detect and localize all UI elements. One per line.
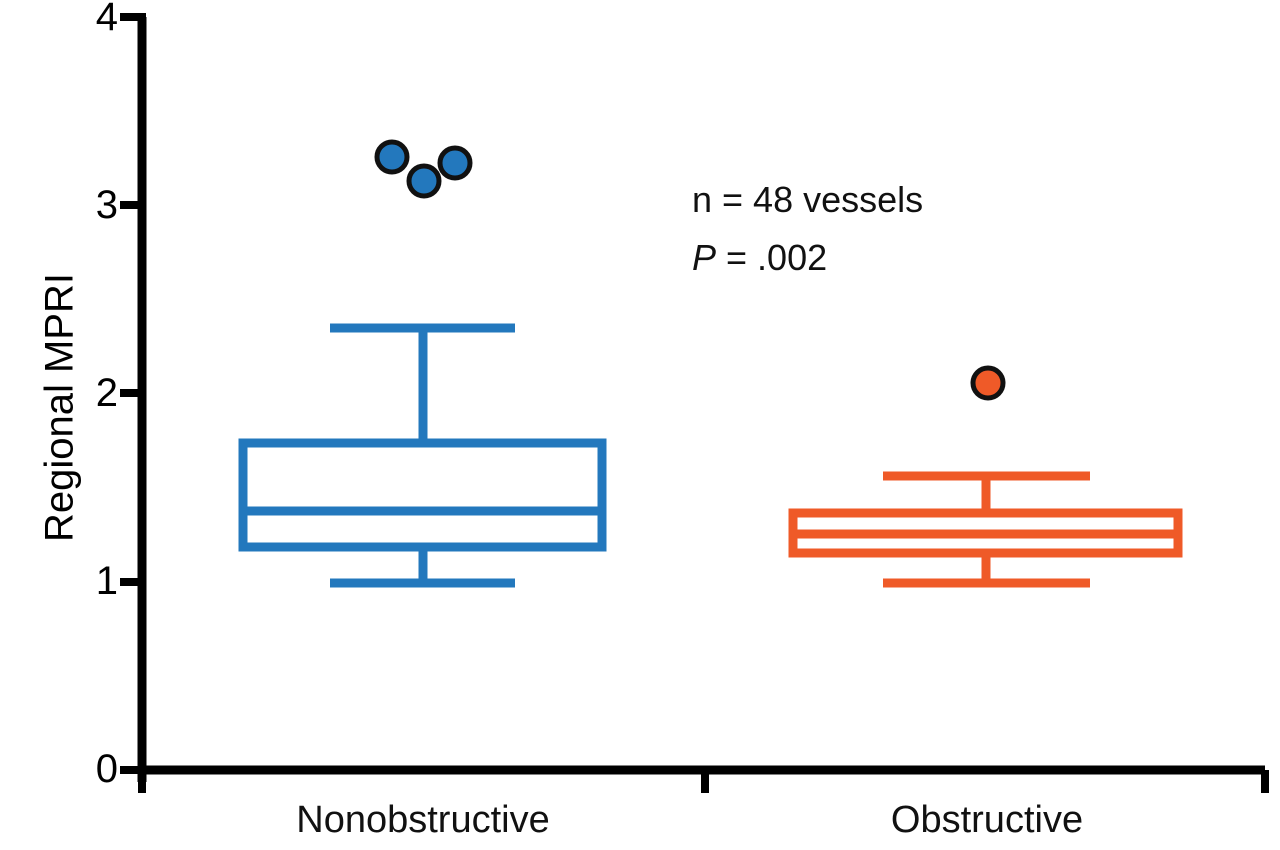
- annotation-p-value: P = .002: [692, 240, 827, 276]
- y-tick-label-3: 3: [95, 183, 118, 227]
- x-tick-label-nonobstructive: Nonobstructive: [296, 799, 550, 841]
- x-tick-label-obstructive: Obstructive: [890, 799, 1084, 841]
- outlier-point: [374, 139, 410, 175]
- y-tick-label-4: 4: [95, 0, 118, 39]
- y-axis: [120, 13, 147, 782]
- outlier-point: [437, 145, 473, 181]
- annotation-p-symbol: P: [692, 237, 717, 278]
- annotation-n-vessels: n = 48 vessels: [692, 179, 924, 220]
- annotation-p-value-text: = .002: [716, 237, 828, 278]
- box-nonobstructive: [238, 438, 607, 552]
- boxplot-obstructive: [788, 471, 1183, 588]
- y-tick-label-2: 2: [95, 371, 118, 415]
- outlier-point: [406, 163, 442, 199]
- outliers-nonobstructive: [374, 139, 473, 199]
- y-tick-label-0: 0: [95, 747, 118, 791]
- x-axis: [138, 765, 1269, 793]
- outlier-point: [970, 365, 1006, 401]
- outliers-obstructive: [970, 365, 1006, 401]
- y-tick-label-1: 1: [95, 559, 118, 603]
- boxplot-nonobstructive: [238, 323, 607, 588]
